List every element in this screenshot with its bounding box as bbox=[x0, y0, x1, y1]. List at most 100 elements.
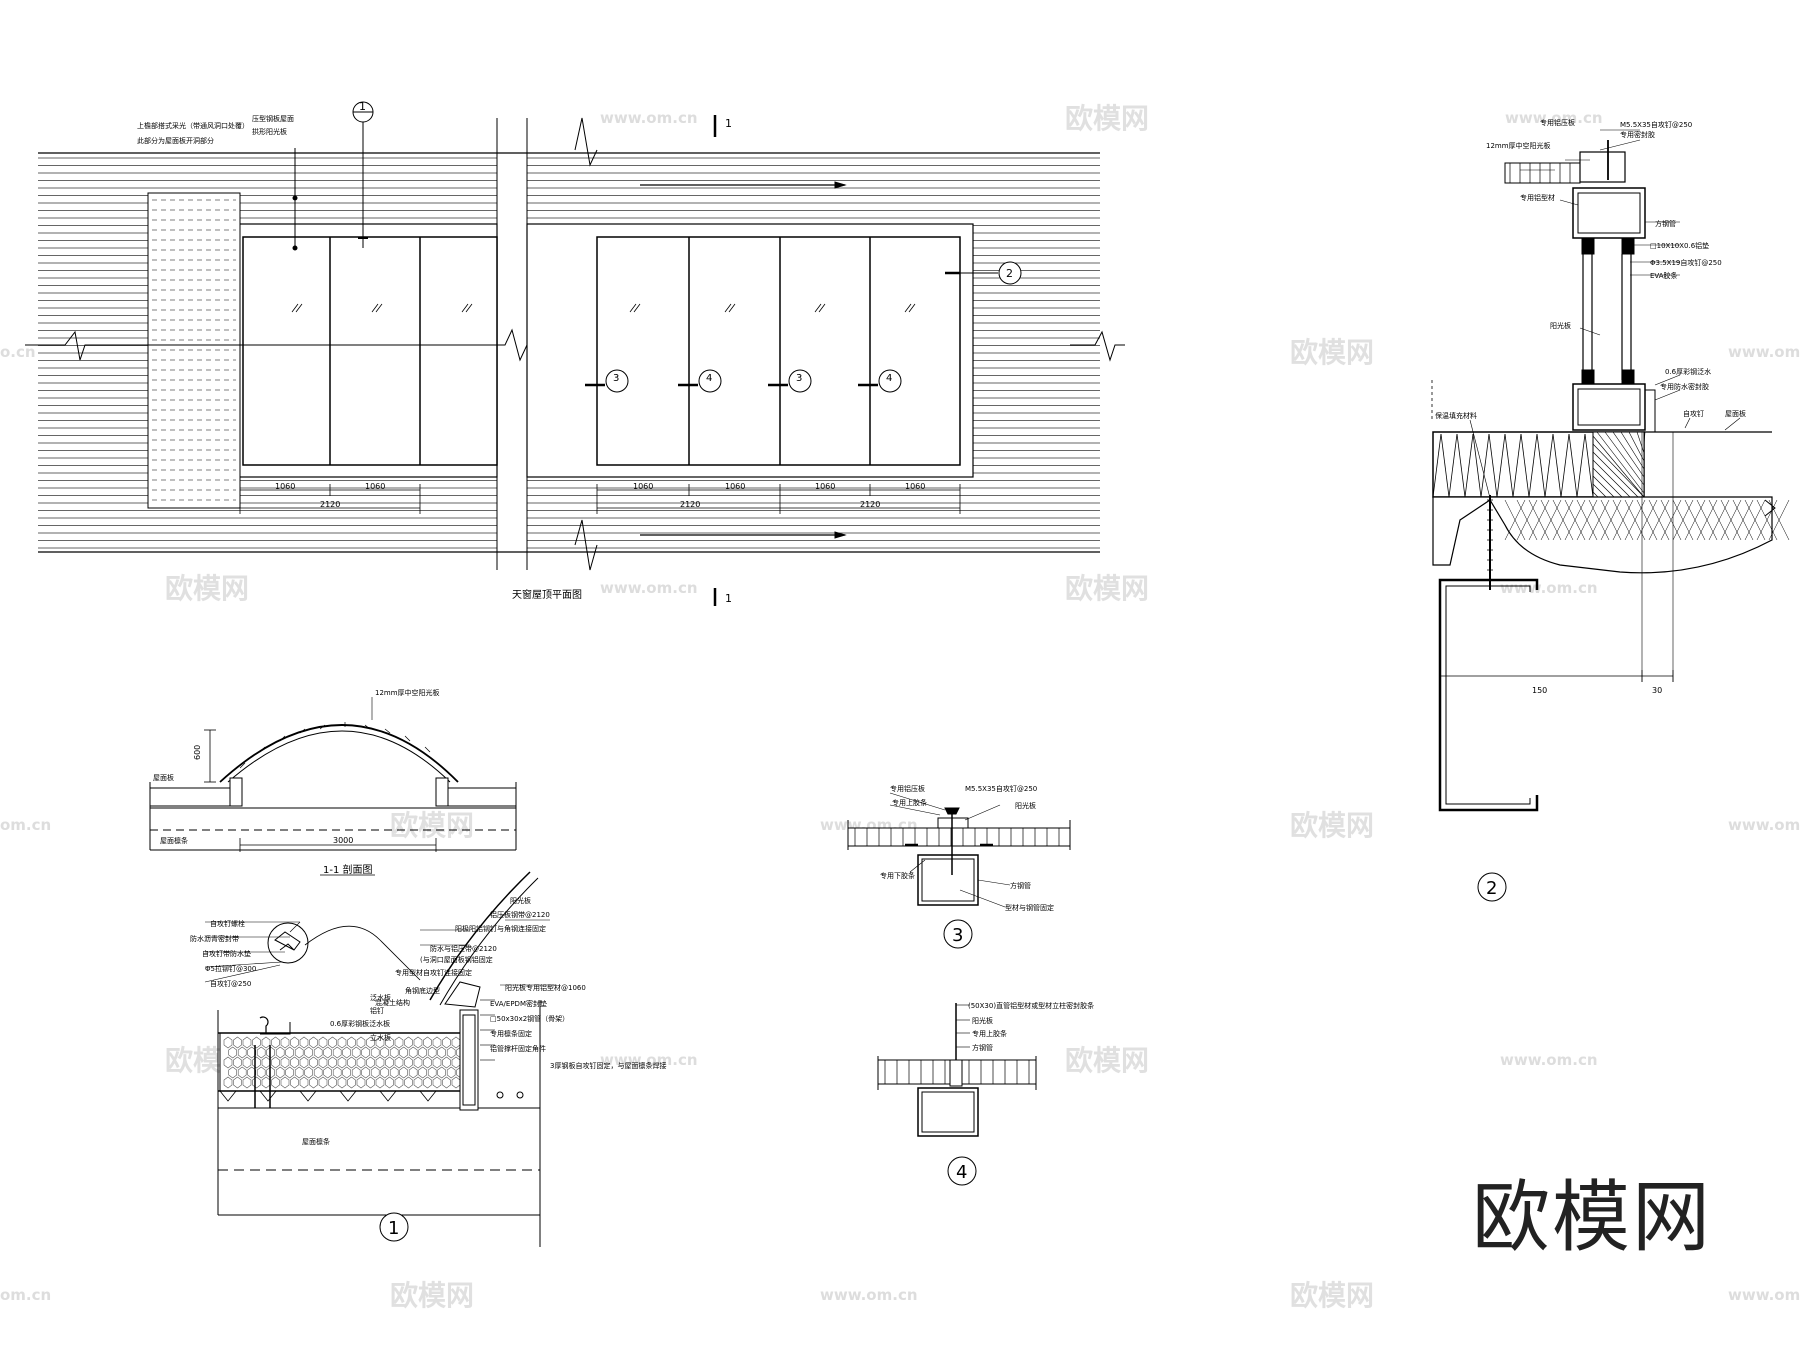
glass-marks bbox=[291, 303, 916, 313]
detail1-top-label-2: 铝压板钢带@2120 bbox=[490, 910, 550, 919]
detail2-label-5: 专用铝型材 bbox=[1520, 193, 1555, 202]
detail2-label-7: □10X10X0.6铝垫 bbox=[1650, 241, 1709, 250]
insulation-zigzag bbox=[1432, 433, 1594, 498]
detail-2 bbox=[1431, 129, 1790, 902]
marker-4-label: 4 bbox=[706, 373, 712, 384]
arch-panel-inner bbox=[227, 730, 451, 783]
dim-right-total-2: 2120 bbox=[860, 500, 880, 509]
section11-label-purlin: 屋面檩条 bbox=[160, 836, 188, 845]
watermark-logo: 欧模网 bbox=[165, 572, 249, 605]
plan-callout-panel: 拱形阳光板 bbox=[252, 127, 287, 136]
roof-panel-right bbox=[439, 787, 517, 807]
detail2-label-1: 专用铝压板 bbox=[1540, 118, 1575, 127]
marker-4b-label: 4 bbox=[886, 373, 892, 384]
detail-marker-2 bbox=[1477, 872, 1507, 902]
detail4-label-1: (50X30)直管铝型材或型材立柱密封胶条 bbox=[968, 1001, 1094, 1010]
watermark-url: om.cn bbox=[0, 816, 51, 834]
dim-left-2: 1060 bbox=[365, 482, 385, 491]
detail3-label-5: 专用下胶条 bbox=[880, 871, 915, 880]
detail1-top-label-8: 混凝土结构 bbox=[375, 998, 410, 1007]
detail-marker-1 bbox=[379, 1212, 409, 1242]
marker-2-label: 2 bbox=[1006, 267, 1013, 280]
detail4-label-4: 方钢管 bbox=[972, 1043, 993, 1052]
detail2-label-12: 专用防水密封胶 bbox=[1660, 382, 1709, 391]
roof-opening-hatched-area bbox=[147, 192, 241, 509]
detail2-concrete bbox=[1432, 496, 1773, 574]
detail1-left-label-3: 自攻钉带防水垫 bbox=[202, 949, 251, 958]
roof-panel-left bbox=[149, 787, 237, 807]
section-cut-label-top: 1 bbox=[725, 117, 732, 130]
detail2-label-3: 专用密封胶 bbox=[1620, 130, 1655, 139]
detail1-top-label-10: 铝钉 bbox=[370, 1006, 384, 1015]
watermark-logo: 欧模网 bbox=[390, 809, 474, 842]
detail2-z-purlin bbox=[1438, 578, 1539, 812]
detail2-label-14: 屋面板 bbox=[1725, 409, 1746, 418]
section11-arch-label: 12mm厚中空阳光板 bbox=[375, 688, 440, 697]
watermark-logo: 欧模网 bbox=[1065, 102, 1149, 135]
plan-callout-roof: 压型钢板屋面 bbox=[252, 114, 294, 123]
panel-cells bbox=[884, 1060, 1030, 1084]
detail-marker-2-label: 2 bbox=[1486, 878, 1497, 899]
dim-left-total: 2120 bbox=[320, 500, 340, 509]
detail1-beam-label: 屋面檩条 bbox=[302, 1137, 330, 1146]
detail2-dim-150: 150 bbox=[1532, 686, 1547, 695]
break-line-right bbox=[1070, 330, 1125, 362]
watermark-logo: 欧模网 bbox=[1065, 1044, 1149, 1077]
detail1-top-label-12: 立水板 bbox=[370, 1033, 391, 1042]
crosshatch bbox=[1504, 499, 1790, 541]
skylight-panels-right bbox=[596, 236, 961, 466]
marker-1-label: 1 bbox=[359, 100, 366, 113]
detail1-right-label-1: 阳光板专用铝型材@1060 bbox=[505, 983, 586, 992]
watermark-url: om.cn bbox=[0, 1286, 51, 1304]
detail1-right-label-2: EVA/EPDM密封垫 bbox=[490, 999, 547, 1008]
watermark-logo: 欧模网 bbox=[1290, 1279, 1374, 1312]
marker-3b-label: 3 bbox=[796, 373, 802, 384]
detail1-top-label-9: 泛水板 bbox=[370, 993, 391, 1002]
detail2-label-9: EVA胶条 bbox=[1650, 271, 1678, 280]
dim-right-1: 1060 bbox=[633, 482, 653, 491]
detail1-right-label-3: □50x30x2钢管（骨架） bbox=[490, 1014, 569, 1023]
detail1-top-label-6: 专用型材自攻钉连接固定 bbox=[395, 968, 472, 977]
dim-right-2: 1060 bbox=[725, 482, 745, 491]
detail2-label-13: 自攻钉 bbox=[1683, 409, 1704, 418]
arch-panel-ribs bbox=[239, 722, 431, 769]
watermark-url: www.om.cn bbox=[1500, 1051, 1598, 1069]
detail3-label-1: 专用铝压板 bbox=[890, 784, 925, 793]
watermark-logo: 欧模网 bbox=[1290, 336, 1374, 369]
detail2-label-15: 保温填充材料 bbox=[1435, 411, 1477, 420]
detail4-label-3: 专用上胶条 bbox=[972, 1029, 1007, 1038]
watermark-brand-large: 欧模网 bbox=[1472, 1173, 1713, 1263]
detail4-label-2: 阳光板 bbox=[972, 1016, 993, 1025]
watermark-logo: 欧模网 bbox=[390, 1279, 474, 1312]
watermark-url: www.om.cn bbox=[1728, 816, 1800, 834]
watermark-url: www.om.cn bbox=[1505, 109, 1603, 127]
detail-marker-3-label: 3 bbox=[952, 925, 963, 946]
panel-cells bbox=[854, 828, 1060, 846]
section11-height-dim: 600 bbox=[193, 745, 202, 760]
detail1-left-label-5: 自攻钉@250 bbox=[210, 979, 251, 988]
break-line-top bbox=[574, 117, 598, 167]
detail1-right-label-5: 铝管撑杆固定角件 bbox=[490, 1044, 546, 1053]
detail-marker-1-label: 1 bbox=[388, 1218, 399, 1239]
detail1-left-label-4: Φ5拉铆钉@300 bbox=[205, 964, 256, 973]
plan-note-2: 此部分为屋面板开洞部分 bbox=[137, 136, 214, 145]
detail-marker-4-label: 4 bbox=[956, 1162, 967, 1183]
panel-dividers bbox=[329, 237, 871, 465]
arch-panel-outer bbox=[219, 724, 459, 783]
watermark-url: www.om.cn bbox=[600, 109, 698, 127]
section11-label-roof: 屋面板 bbox=[153, 773, 174, 782]
detail3-label-7: 型材与钢管固定 bbox=[1005, 903, 1054, 912]
panel-cells bbox=[1509, 163, 1571, 183]
detail-markers-row bbox=[585, 369, 902, 393]
callout-marker-2 bbox=[998, 261, 1022, 285]
detail1-top-label-4: 防水与铝压带@2120 bbox=[430, 944, 497, 953]
detail1-leaders bbox=[204, 919, 555, 1061]
watermark-url: www.om.cn bbox=[600, 1051, 698, 1069]
break-line-mid bbox=[497, 328, 528, 362]
watermark-url: www.om.cn bbox=[1728, 1286, 1800, 1304]
watermark-url: www.om.cn bbox=[1500, 579, 1598, 597]
plan-dimensions bbox=[239, 484, 961, 514]
skylight-panels-left bbox=[242, 236, 498, 466]
detail1-top-label-1: 阳光板 bbox=[510, 896, 531, 905]
